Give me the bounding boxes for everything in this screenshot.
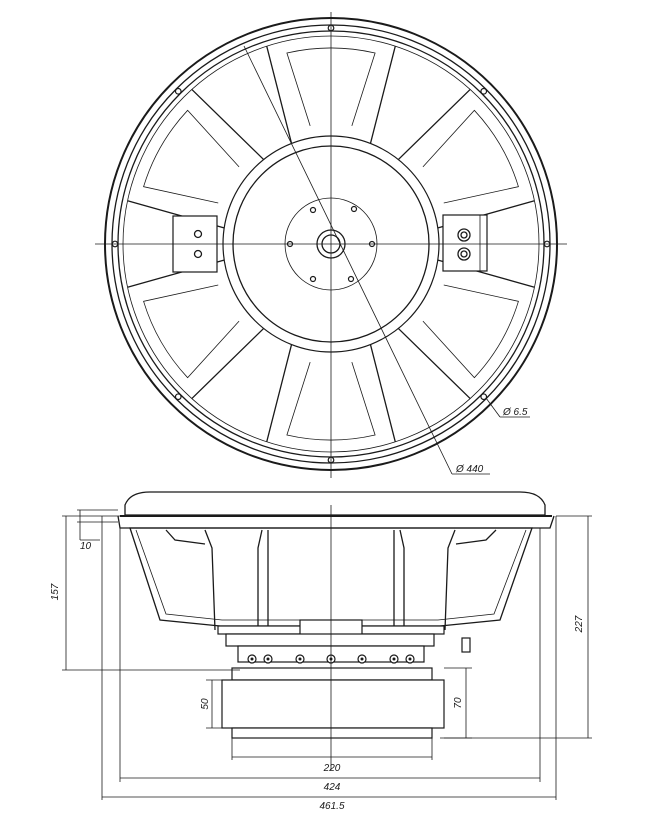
bolt	[295, 654, 305, 664]
mounting-hole	[174, 393, 182, 401]
terminal-side	[461, 637, 471, 653]
basket-spoke	[143, 284, 295, 442]
front-view: Ø 440 Ø 6.5	[95, 12, 567, 478]
back-plate	[231, 727, 433, 739]
flange-thickness-label: 10	[80, 541, 92, 552]
mounting-hole	[480, 393, 488, 401]
hub-hole	[350, 205, 358, 213]
hub-hole	[309, 275, 317, 283]
magnet-height-label: 50	[200, 698, 211, 710]
side-view: 10 157 227 50 70 220 424	[50, 491, 592, 812]
overall-diameter-label: 461.5	[319, 801, 344, 812]
magnet-top-plate	[231, 667, 433, 681]
hub-hole	[309, 206, 317, 214]
basket-window	[257, 529, 405, 626]
magnet-width-label: 220	[323, 763, 341, 774]
mounting-hole	[174, 87, 182, 95]
terminal-minus-inner	[460, 250, 468, 258]
basket-spoke	[367, 46, 519, 204]
bolt	[247, 654, 257, 664]
basket-rib	[204, 529, 216, 631]
mounting-depth-label: 157	[50, 583, 61, 600]
diameter-440-leader	[243, 45, 453, 475]
hole-6-5-label: Ø 6.5	[502, 407, 528, 418]
basket-spokes	[127, 46, 535, 442]
bolt-row	[247, 654, 415, 664]
total-depth-label: 227	[574, 615, 585, 633]
cutout-diameter-label: 424	[324, 782, 341, 793]
mounting-hole	[480, 87, 488, 95]
hub-hole	[347, 275, 355, 283]
bolt	[263, 654, 273, 664]
magnet-assembly-height-label: 70	[453, 697, 464, 709]
terminal-plus	[457, 228, 471, 242]
diameter-440-label: Ø 440	[455, 464, 484, 475]
bolt	[357, 654, 367, 664]
bolt	[405, 654, 415, 664]
terminal-plus-inner	[460, 231, 468, 239]
front-gasket	[124, 491, 546, 516]
magnet	[221, 679, 445, 729]
hole-6-5-leader	[485, 397, 501, 418]
terminal-minus	[457, 247, 471, 261]
bolt	[389, 654, 399, 664]
